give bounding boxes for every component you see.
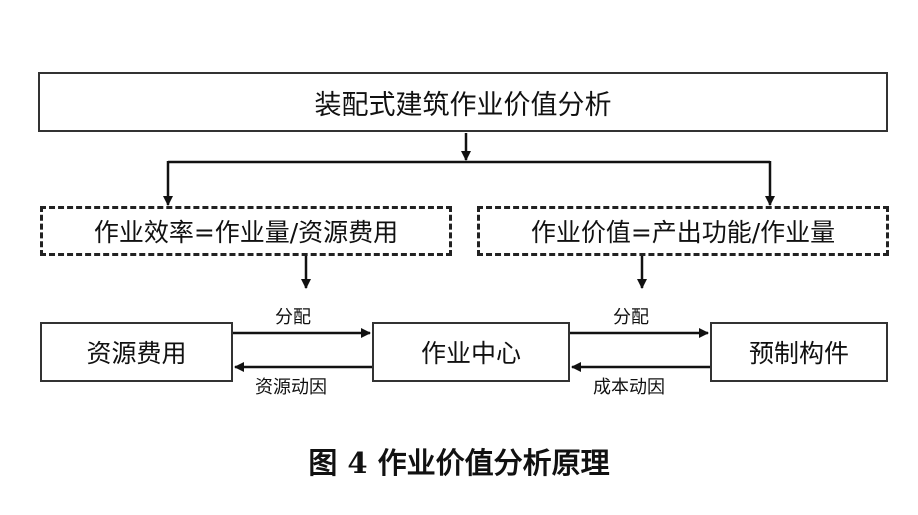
- label-allocate-right: 分配: [613, 307, 649, 328]
- top-box: 装配式建筑作业价值分析: [38, 72, 888, 132]
- node-center: 作业中心: [372, 322, 570, 382]
- formula-left-box: 作业效率=作业量/资源费用: [40, 206, 452, 256]
- figure-caption: 图 4 作业价值分析原理: [308, 446, 610, 480]
- label-allocate-left: 分配: [275, 307, 311, 328]
- node-resource: 资源费用: [40, 322, 233, 382]
- formula-right-box: 作业价值=产出功能/作业量: [477, 206, 889, 256]
- label-resource-driver: 资源动因: [255, 377, 327, 398]
- node-component-label: 预制构件: [748, 339, 849, 368]
- node-resource-label: 资源费用: [86, 339, 187, 368]
- node-center-label: 作业中心: [420, 339, 521, 368]
- label-cost-driver: 成本动因: [593, 377, 665, 398]
- node-component: 预制构件: [710, 322, 888, 382]
- formula-right-label: 作业价值=产出功能/作业量: [530, 218, 836, 247]
- top-box-label: 装配式建筑作业价值分析: [314, 89, 612, 121]
- formula-left-label: 作业效率=作业量/资源费用: [93, 218, 399, 247]
